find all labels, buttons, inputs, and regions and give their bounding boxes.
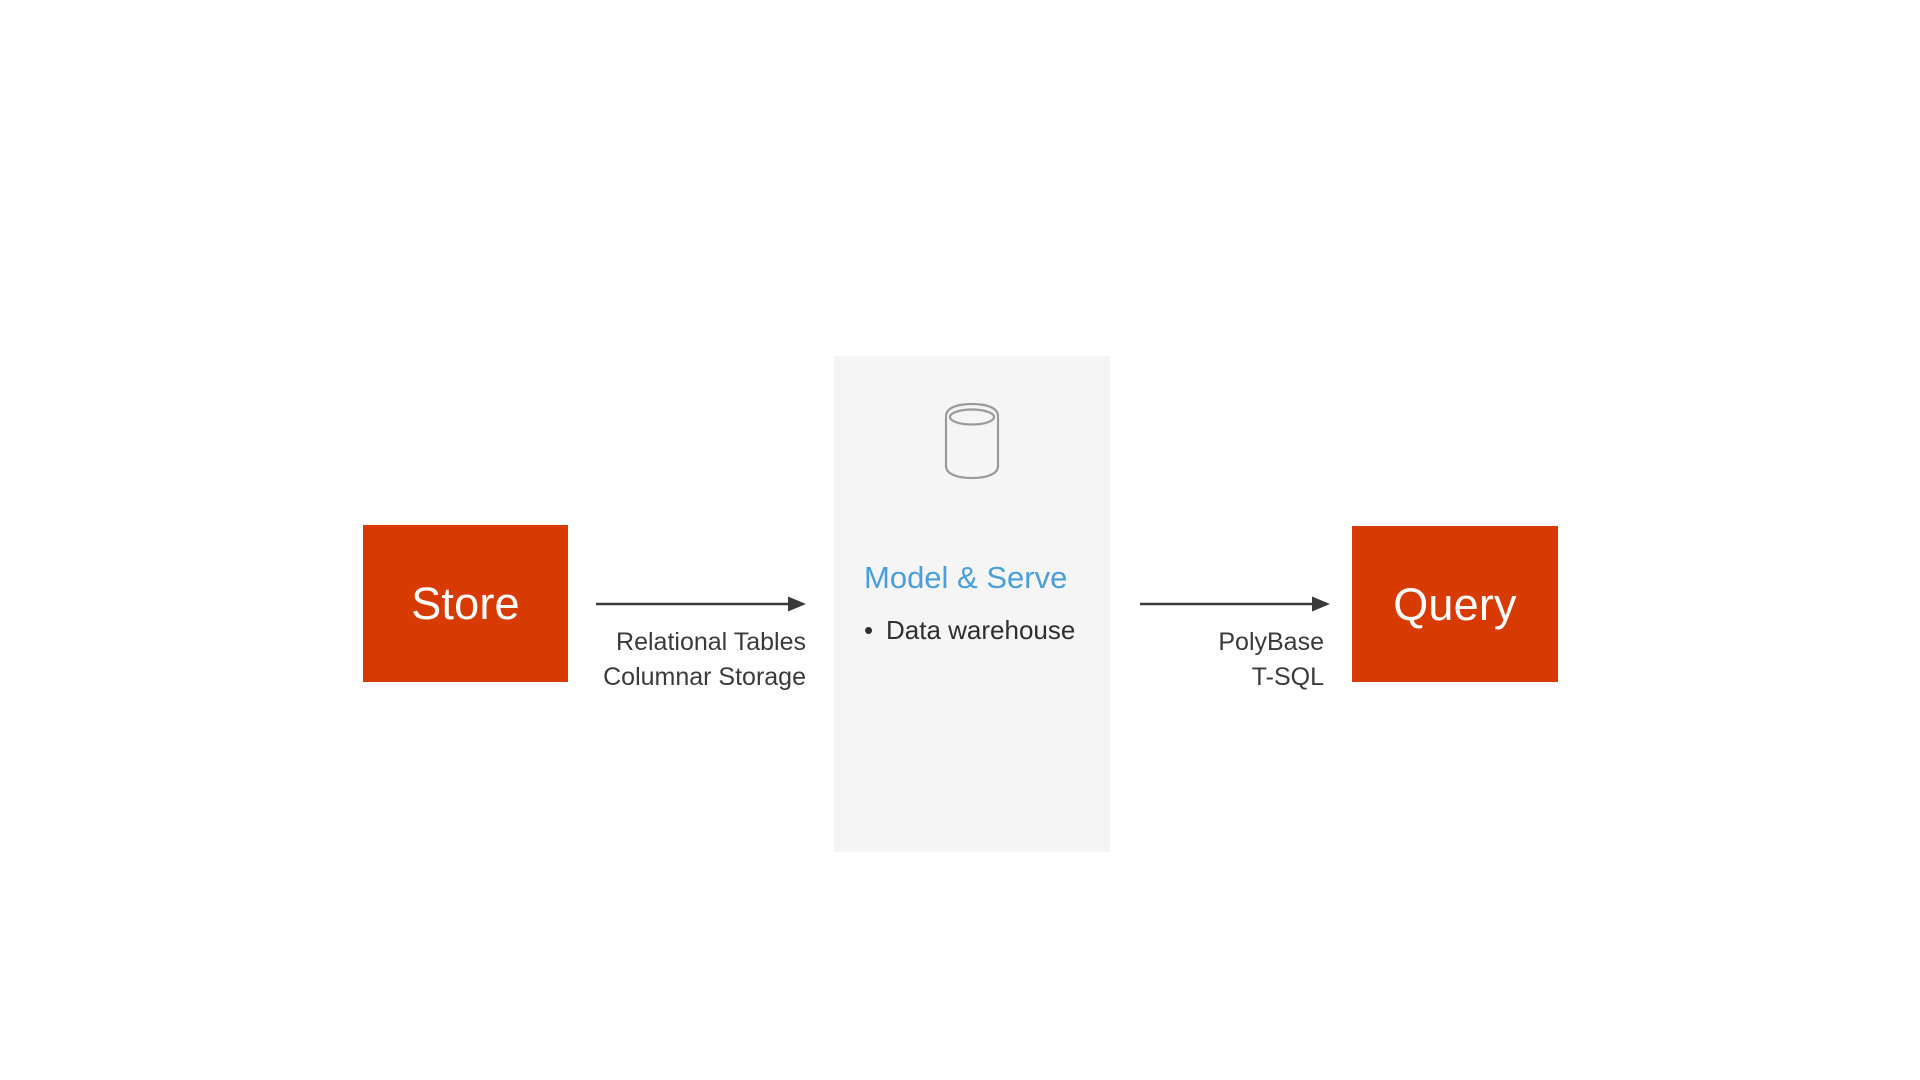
stage-label-query: Query: [1393, 578, 1517, 630]
connector-store-to-model: Relational Tables Columnar Storage: [596, 592, 808, 694]
stage-label-store: Store: [411, 578, 520, 629]
list-item: • Data warehouse: [864, 614, 1104, 648]
bullet-text-data-warehouse: Data warehouse: [886, 615, 1076, 645]
panel-bullet-list: • Data warehouse: [864, 614, 1104, 652]
panel-heading-model-serve: Model & Serve: [864, 560, 1068, 595]
stage-box-query[interactable]: Query: [1352, 526, 1558, 682]
connector-caption-line-1: PolyBase: [1218, 628, 1324, 656]
stage-box-store[interactable]: Store: [363, 525, 568, 682]
bullet-marker-icon: •: [864, 615, 874, 645]
connector-caption-line-2: T-SQL: [1251, 662, 1324, 691]
arrow-right-icon: [596, 596, 806, 612]
connector-caption-line-2: Columnar Storage: [603, 662, 806, 691]
connector-model-to-query: PolyBase T-SQL: [1140, 592, 1332, 694]
connector-caption-model-to-query: PolyBase T-SQL: [1140, 625, 1332, 694]
database-cylinder-icon: [944, 402, 1000, 480]
connector-caption-store-to-model: Relational Tables Columnar Storage: [596, 625, 808, 694]
connector-caption-line-1: Relational Tables: [616, 628, 806, 656]
database-icon-container: [834, 400, 1110, 482]
center-panel-model-serve[interactable]: Model & Serve • Data warehouse: [834, 356, 1110, 852]
arrow-right-icon: [1140, 596, 1330, 612]
